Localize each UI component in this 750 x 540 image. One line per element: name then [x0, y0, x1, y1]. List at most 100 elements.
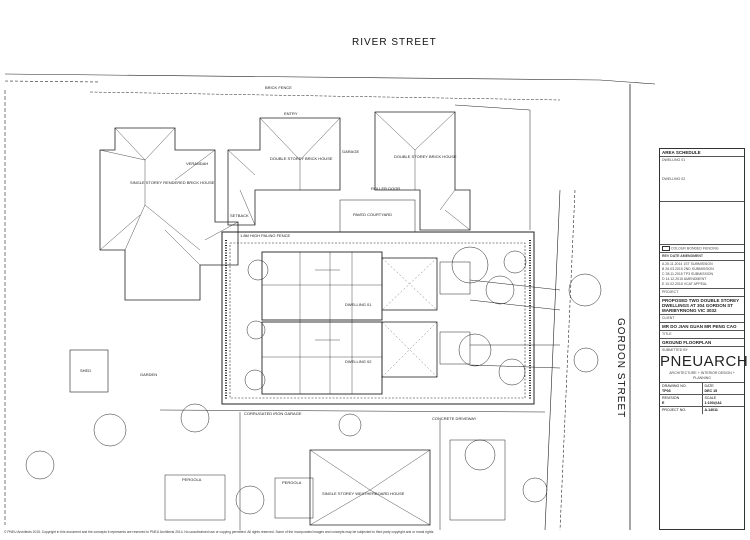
dwelling-02-label: DWELLING 02 — [345, 359, 372, 364]
neighbour-fence-top — [89, 91, 561, 101]
double-storey-2-roof — [374, 111, 471, 231]
shed-label: SHED — [80, 368, 92, 373]
lot-hatching — [225, 240, 531, 400]
revision-item: A 25.11.2014 1ST SUBMISSION — [662, 262, 713, 267]
weatherboard-roof — [309, 449, 431, 526]
verandah-label: VERANDAH — [186, 161, 209, 166]
tree — [25, 450, 55, 480]
pergola-1-label: PERGOLA — [182, 477, 202, 482]
garage-block-1 — [381, 257, 438, 311]
drawing-no-value: TP03 — [662, 388, 671, 393]
dwelling-list-02: DWELLING 02 — [662, 177, 686, 181]
dwelling-01-block — [261, 251, 383, 321]
pergola-2 — [274, 477, 314, 519]
garden-label: GARDEN — [140, 372, 158, 377]
concrete-driveway-label: CONCRETE DRIVEWAY — [432, 416, 477, 421]
copyright-footer: © PNEU Architects 2015. Copyright in thi… — [4, 530, 435, 534]
submitted-by-label: SUBMITTED BY — [662, 348, 688, 353]
legend-label: COLOUR BONDED FENCING — [670, 246, 719, 251]
tree — [464, 439, 496, 471]
legend-swatch-icon — [662, 246, 670, 251]
paved-courtyard-label: PAVED COURTYARD — [353, 212, 393, 217]
revision-list: A 25.11.2014 1ST SUBMISSION B 26.03.2015… — [660, 261, 744, 290]
project-no-value: A.14011 — [704, 408, 718, 413]
revision-value: E — [662, 400, 665, 405]
area-figures-table — [660, 202, 744, 245]
tree — [451, 246, 489, 284]
tree — [93, 413, 127, 447]
tree — [338, 413, 362, 437]
drawing-title: GROUND FLOORPLAN — [660, 339, 744, 348]
tree — [244, 369, 266, 391]
porch-1 — [439, 261, 471, 295]
weatherboard-house-label: SINGLE STOREY WEATHERBOARD HOUSE — [322, 491, 405, 496]
scale-label: SCALE — [704, 396, 717, 401]
revision-item: C 28.11.2015 TP3 SUBMISSION — [662, 272, 714, 277]
title-label: TITLE — [660, 331, 744, 340]
dwelling-01-label: DWELLING 01 — [345, 302, 372, 307]
tree — [246, 320, 266, 340]
driveway-lines — [469, 279, 561, 369]
scale-value: 1:100@A1 — [704, 400, 722, 405]
legend-row: COLOUR BONDED FENCING — [660, 245, 744, 254]
tree — [458, 333, 492, 367]
double-storey-house-1 — [227, 117, 341, 226]
pergola-1 — [164, 474, 226, 521]
tree — [247, 259, 269, 281]
lot-inner — [229, 242, 526, 399]
date-value: DEC 15 — [704, 388, 718, 393]
site-boundary-top-2 — [4, 80, 101, 83]
drawing-no-label: DRAWING NO. — [662, 384, 687, 389]
gordon-st-kerb — [544, 189, 561, 531]
title-block: AREA SCHEDULE DWELLING 01 DWELLING 02 CO… — [659, 148, 749, 530]
tree — [568, 273, 602, 307]
garage-bottom — [449, 439, 506, 521]
drawing-info-row-3: PROJECT NO. A.14011 — [660, 407, 744, 414]
single-storey-house-label: SINGLE STOREY RENDERED BRICK HOUSE — [130, 180, 215, 185]
revision-item: E 10.02.2016 VCAT APPEAL — [662, 282, 708, 287]
paved-courtyard — [339, 199, 416, 233]
revision-header: REV DATE AMENDMENT — [660, 253, 744, 262]
revision-item: D 14.12.2015 AMENDMENT — [662, 277, 707, 282]
site-boundary-top — [4, 73, 656, 85]
garage-diagonals — [381, 257, 438, 378]
tree — [503, 250, 527, 274]
revision-item: B 26.03.2015 2ND SUBMISSION — [662, 267, 714, 272]
tree — [522, 477, 548, 503]
setback-label: SETBACK — [230, 213, 249, 218]
date-label: DATE — [704, 384, 714, 389]
tree — [498, 358, 526, 386]
garage-label: GARAGE — [342, 149, 360, 154]
gordon-st-kerb-2 — [559, 189, 576, 531]
double-storey-house-2-label: DOUBLE STOREY BRICK HOUSE — [394, 154, 457, 159]
client-name: MR DO JIAN GUAN MR PENG CAO — [660, 323, 744, 332]
project-no-label: PROJECT NO. — [662, 408, 687, 413]
area-schedule-heading: AREA SCHEDULE — [660, 149, 744, 157]
double-storey-house-1-label: DOUBLE STOREY BRICK HOUSE — [270, 156, 333, 161]
tree — [485, 275, 515, 305]
dwelling-list-01: DWELLING 01 — [662, 158, 686, 162]
weatherboard-house-outline — [309, 449, 431, 526]
single-storey-roof-lines — [99, 127, 239, 266]
river-street-label: RIVER STREET — [352, 37, 437, 48]
tree — [573, 347, 599, 373]
brick-fence-label: BRICK FENCE — [265, 85, 292, 90]
neighbour-right-lot — [454, 104, 531, 230]
shed-outline — [69, 349, 109, 393]
dwelling-interior-walls — [262, 252, 382, 394]
firm-subtitle: ARCHITECTURE + INTERIOR DESIGN + PLANNIN… — [660, 370, 744, 384]
area-schedule-table: DWELLING 01 DWELLING 02 — [660, 157, 744, 202]
entry-label: ENTRY — [284, 111, 298, 116]
paling-fence-label: 1.8M HIGH PALING FENCE — [240, 233, 291, 238]
single-storey-house-outline — [99, 127, 239, 301]
firm-logo: PNEUARCH — [660, 353, 749, 371]
project-title: PROPOSED TWO DOUBLE STOREY DWELLINGS AT … — [660, 297, 744, 316]
client-label: CLIENT — [660, 315, 744, 324]
iron-garage-label: CORRUGATED IRON GARAGE — [244, 411, 302, 416]
tree — [180, 403, 210, 433]
pergola-2-label: PERGOLA — [282, 480, 302, 485]
